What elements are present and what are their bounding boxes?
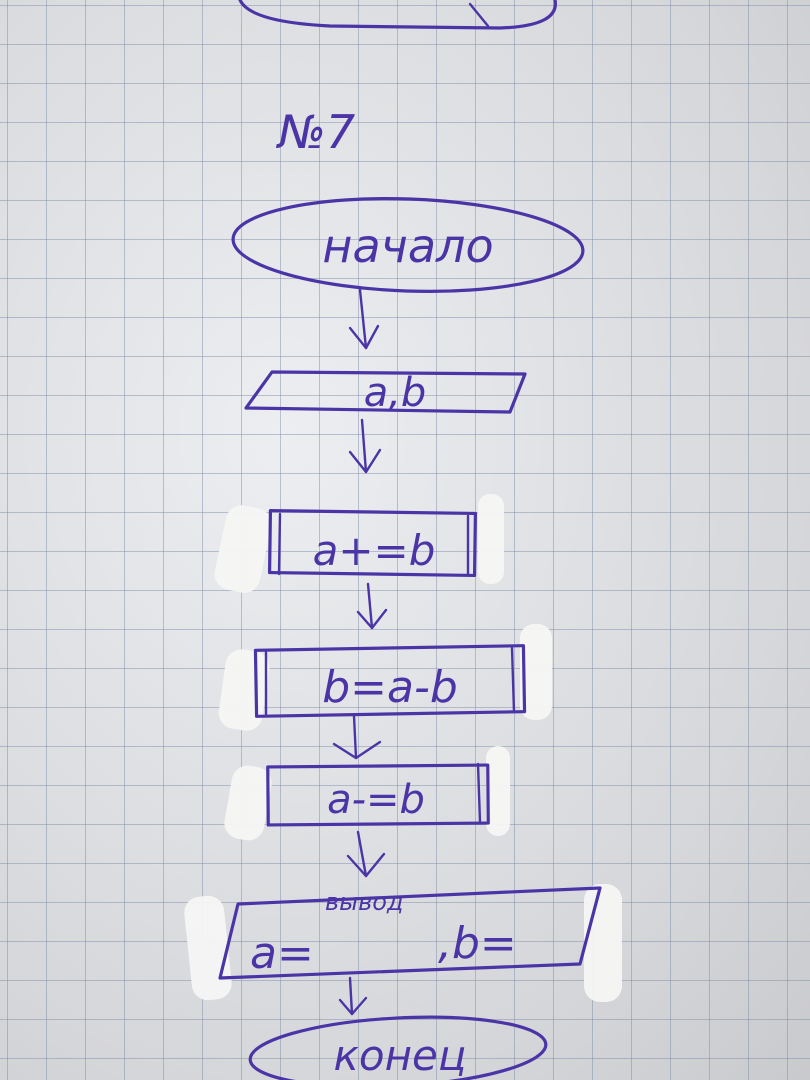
output-middle-label: ,b= — [438, 918, 517, 969]
step2-label: b=a-b — [322, 662, 458, 713]
arrow-step2-to-step3 — [332, 714, 382, 760]
arrow-step1-to-step2 — [356, 582, 388, 630]
output-parallelogram — [218, 886, 602, 980]
input-parallelogram — [244, 370, 527, 414]
start-terminator — [231, 197, 585, 293]
previous-end-stroke — [468, 2, 490, 28]
process-box-step2-inner-right — [510, 646, 516, 714]
end-label: конец — [334, 1031, 467, 1080]
correction-mask-step1-left — [214, 505, 272, 593]
process-box-step3 — [266, 763, 490, 827]
start-label: начало — [322, 219, 493, 273]
correction-mask-step3-left — [224, 765, 272, 841]
step1-label: a+=b — [313, 526, 436, 575]
correction-mask-output-right — [584, 884, 622, 1002]
correction-mask-step2-right — [520, 624, 552, 720]
arrow-output-to-end — [338, 976, 368, 1016]
process-box-step1-inner-left — [277, 512, 282, 576]
correction-mask-step1-right — [478, 494, 504, 584]
process-box-step1 — [267, 508, 478, 578]
output-annotation-label: вывод — [325, 888, 404, 916]
arrow-step3-to-output — [346, 830, 386, 878]
step3-label: a-=b — [327, 777, 425, 823]
input-label: a,b — [364, 370, 427, 416]
end-terminator — [248, 1015, 548, 1080]
arrow-start-to-input — [348, 288, 380, 350]
task-number-label: №7 — [275, 105, 355, 159]
process-box-step3-inner-right — [476, 762, 482, 824]
correction-mask-step3-right — [486, 746, 510, 836]
previous-end-terminator — [238, 0, 557, 30]
arrow-input-to-step1 — [348, 418, 382, 474]
correction-mask-step2-left — [218, 649, 270, 731]
process-box-step2 — [253, 644, 527, 718]
output-prefix-label: a= — [250, 928, 314, 979]
